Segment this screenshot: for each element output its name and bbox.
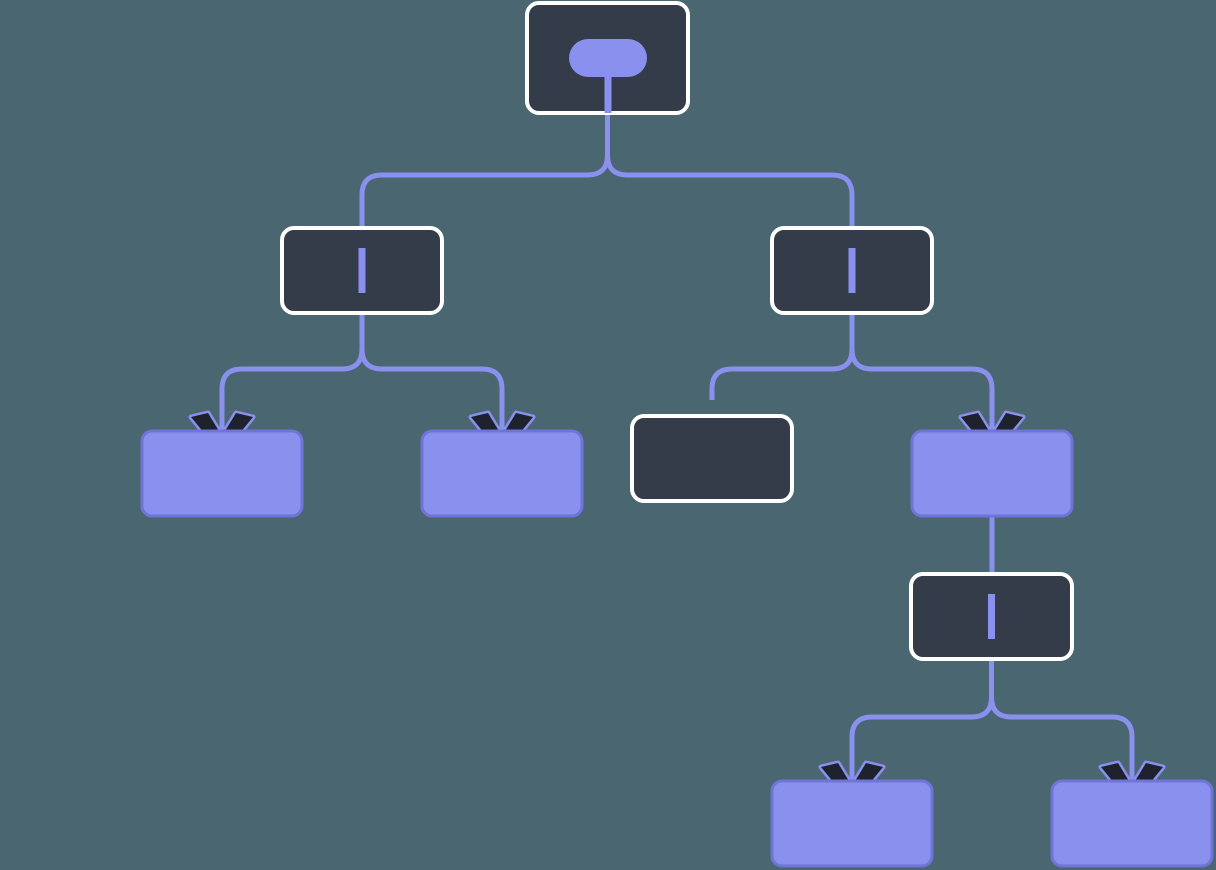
leaf-node-4[interactable] [770, 779, 934, 868]
leaf-node-2[interactable] [420, 429, 584, 518]
terminal-node-dark-shape [630, 414, 794, 503]
glyph-layer [358, 39, 995, 639]
edge-root-to-right-branch [605, 113, 855, 242]
edge-root-to-left-branch [359, 113, 610, 242]
terminal-node-dark[interactable] [630, 414, 794, 503]
edge-lower-branch-to-leaf-5 [989, 659, 1135, 795]
pill-shape [569, 39, 647, 77]
leaf-node-3[interactable] [910, 429, 1074, 518]
edge-right-branch-to-terminal [709, 313, 855, 400]
edge-left-branch-to-leaf-2 [359, 313, 505, 445]
leaf-node-5[interactable] [1050, 779, 1214, 868]
leaf-node-1[interactable] [140, 429, 304, 518]
leaf-node-3-shape [910, 429, 1074, 518]
leaf-node-1-shape [140, 429, 304, 518]
leaf-node-5-shape [1050, 779, 1214, 868]
node-layer [140, 1, 1214, 868]
edge-right-branch-to-leaf-3 [849, 313, 995, 445]
leaf-node-4-shape [770, 779, 934, 868]
leaf-node-2-shape [420, 429, 584, 518]
pill-stem-glyph [569, 39, 647, 113]
edge-layer [219, 113, 1135, 795]
